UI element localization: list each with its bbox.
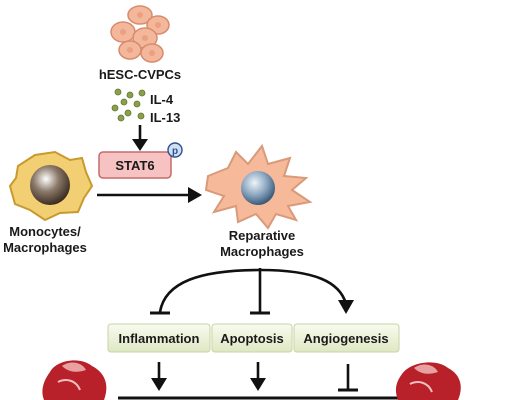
polarization-arrow-head [188, 187, 202, 203]
il4-label: IL-4 [150, 92, 174, 107]
inflammation-down-arrow-head [151, 378, 167, 391]
apoptosis-down-arrow-head [250, 378, 266, 391]
heart-icon [42, 360, 107, 400]
cvpc-label: hESC-CVPCs [99, 67, 181, 82]
monocytes-label-line1: Monocytes/ [9, 224, 81, 239]
heart-icon [395, 362, 461, 400]
apoptosis-box [211, 323, 293, 353]
phospho-badge [167, 142, 183, 158]
angiogenesis-box [293, 323, 400, 353]
phospho-label: p [172, 146, 178, 157]
angiogenesis-label: Angiogenesis [303, 331, 388, 346]
reparative-label-line1: Reparative [229, 228, 295, 243]
stat6-box [98, 151, 172, 179]
apoptosis-label: Apoptosis [220, 331, 284, 346]
arrow-to-stat6-head [132, 139, 148, 151]
angiogenesis-promote-head [338, 300, 354, 314]
reparative-label-line2: Macrophages [220, 244, 304, 259]
inflammation-inhibit-line [158, 268, 261, 313]
inflammation-label: Inflammation [119, 331, 200, 346]
cytokine-dots [111, 88, 146, 122]
cell-cluster-icon [110, 5, 170, 63]
macrophage-icon [204, 143, 313, 230]
angiogenesis-promote-line [259, 268, 348, 305]
inflammation-box [107, 323, 211, 353]
stat6-label: STAT6 [115, 158, 154, 173]
monocytes-label-line2: Macrophages [3, 240, 87, 255]
monocyte-icon [8, 150, 94, 222]
il13-label: IL-13 [150, 110, 180, 125]
